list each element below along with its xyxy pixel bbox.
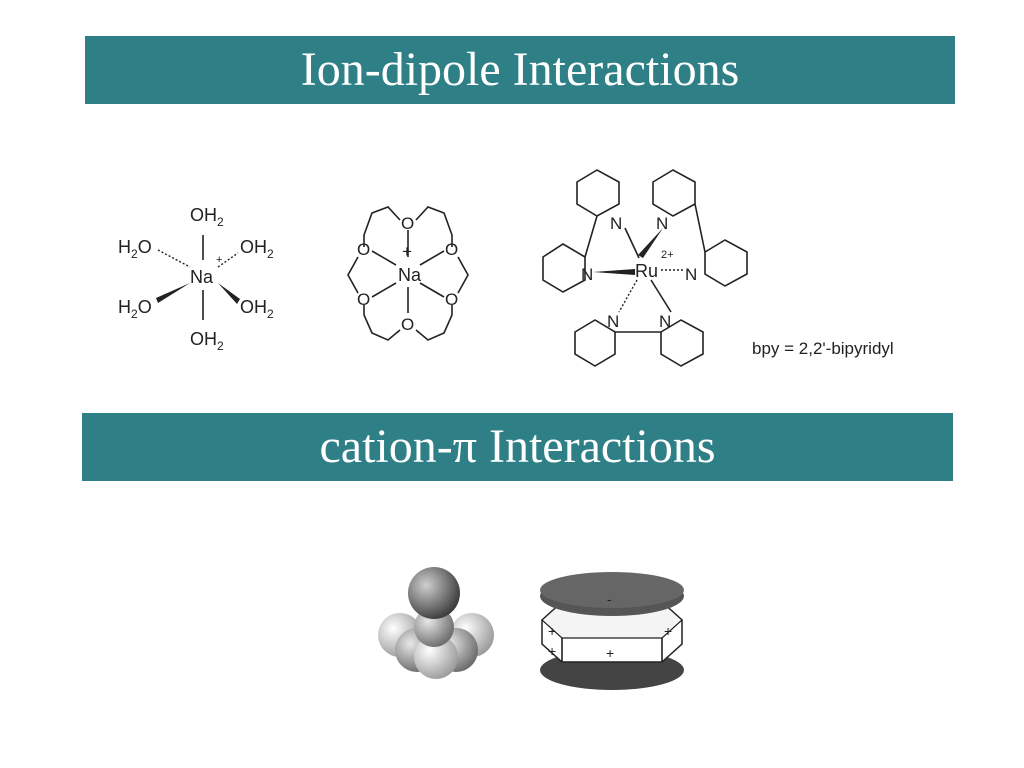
svg-text:-: - xyxy=(607,591,612,607)
cation-benzene-space-filling-model xyxy=(378,567,494,679)
svg-text:H2O: H2O xyxy=(118,237,152,261)
svg-text:H2O: H2O xyxy=(118,297,152,321)
svg-text:Na: Na xyxy=(190,267,214,287)
svg-text:+: + xyxy=(216,254,222,266)
svg-text:O: O xyxy=(357,290,370,309)
svg-text:Na: Na xyxy=(398,265,422,285)
svg-text:OH2: OH2 xyxy=(240,237,274,261)
svg-text:OH2: OH2 xyxy=(190,329,224,353)
bpy-definition: bpy = 2,2'-bipyridyl xyxy=(752,339,894,358)
svg-text:N: N xyxy=(685,265,697,284)
svg-text:Ru: Ru xyxy=(635,261,658,281)
sodium-hydrate-structure: OH2 H2O OH2 Na + H2O OH2 OH2 xyxy=(118,205,274,353)
cation-pi-banner: cation-π Interactions xyxy=(82,413,953,481)
svg-text:N: N xyxy=(659,312,671,331)
svg-text:N: N xyxy=(581,265,593,284)
cation-pi-title: cation-π Interactions xyxy=(319,420,716,473)
ion-dipole-banner: Ion-dipole Interactions xyxy=(85,36,955,104)
svg-text:+: + xyxy=(606,645,614,661)
svg-text:N: N xyxy=(656,214,668,233)
svg-text:+: + xyxy=(664,623,672,639)
ion-dipole-title: Ion-dipole Interactions xyxy=(300,43,740,96)
svg-text:+: + xyxy=(548,623,556,639)
svg-text:O: O xyxy=(401,315,414,334)
svg-text:OH2: OH2 xyxy=(190,205,224,229)
svg-text:O: O xyxy=(445,290,458,309)
cation-pi-sandwich-schematic: - + + + + xyxy=(540,572,684,690)
svg-text:N: N xyxy=(610,214,622,233)
svg-text:O: O xyxy=(401,214,414,233)
svg-text:+: + xyxy=(548,643,556,659)
svg-text:O: O xyxy=(445,240,458,259)
svg-text:N: N xyxy=(607,312,619,331)
svg-text:OH2: OH2 xyxy=(240,297,274,321)
ruthenium-bipyridyl-structure: N N N N N N Ru 2+ xyxy=(542,169,748,367)
svg-text:+: + xyxy=(402,242,412,261)
svg-text:2+: 2+ xyxy=(661,249,674,261)
crown-ether-structure: O O O O O O + Na xyxy=(347,206,469,341)
svg-text:O: O xyxy=(357,240,370,259)
